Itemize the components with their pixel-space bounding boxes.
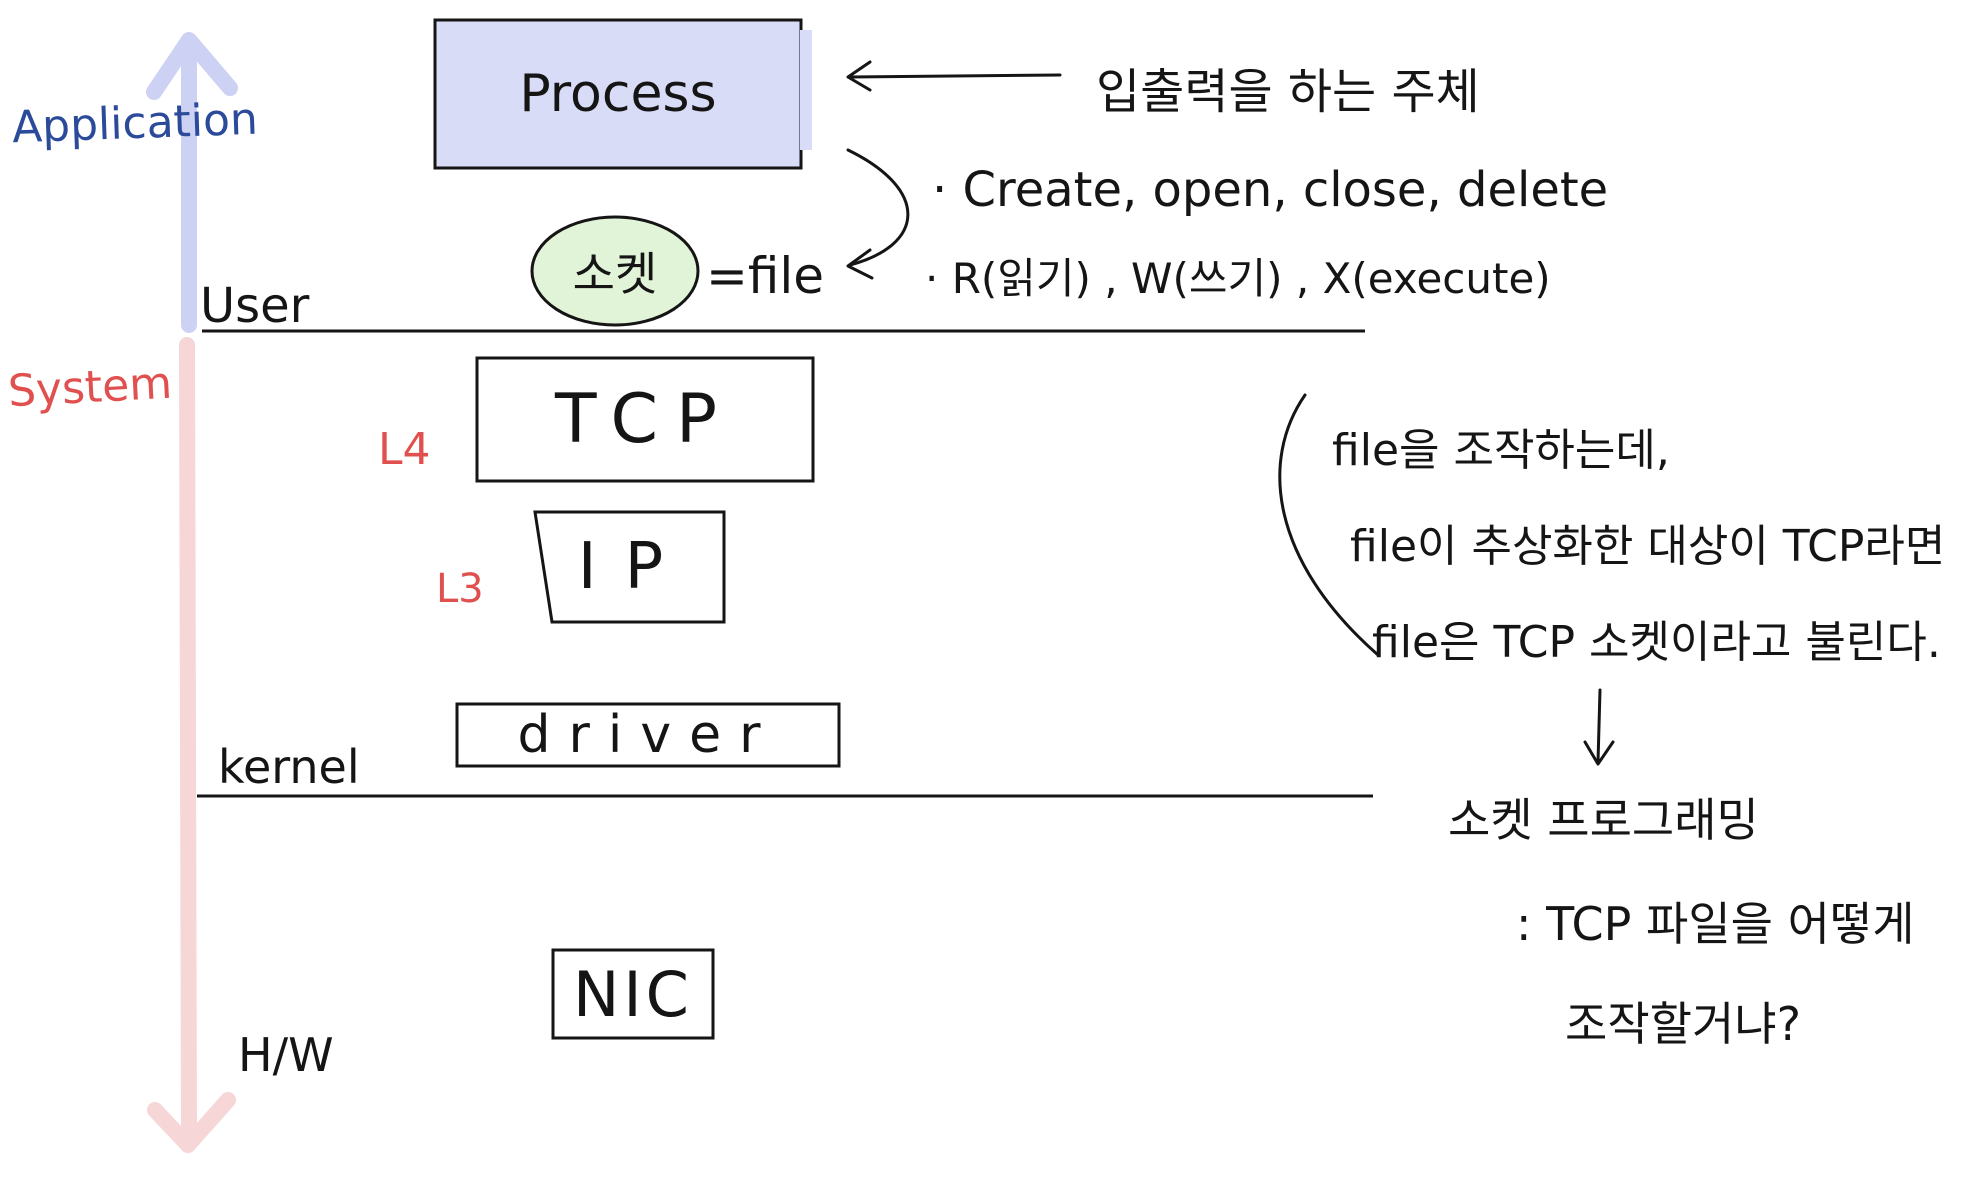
kernel-level-label: kernel xyxy=(218,740,360,794)
tcp-box xyxy=(475,356,815,483)
process-label: Process xyxy=(519,64,717,124)
layer-l4-label: L4 xyxy=(378,424,431,475)
question-note-line1: : TCP 파일을 어떻게 xyxy=(1516,897,1915,951)
notes-bracket xyxy=(1278,393,1380,657)
ops-note-line1: · Create, open, close, delete xyxy=(932,162,1609,218)
system-arrowhead xyxy=(147,1092,236,1153)
subject-arrowhead xyxy=(846,60,872,92)
application-label: Application xyxy=(11,93,259,154)
subject-note: 입출력을 하는 주체 xyxy=(1096,64,1480,120)
socket-programming-note: 소켓 프로그래밍 xyxy=(1448,793,1759,847)
socket-programming-arrowhead xyxy=(1583,740,1615,766)
file-note-line2: file이 추상화한 대상이 TCP라면 xyxy=(1350,521,1946,572)
socket-label: 소켓 xyxy=(572,247,658,301)
process-to-socket-arrow xyxy=(846,148,910,267)
system-arrow-shaft xyxy=(179,337,197,1148)
file-note-line1: file을 조작하는데, xyxy=(1332,425,1670,476)
socket-programming-arrow xyxy=(1596,688,1602,764)
nic-box xyxy=(551,948,715,1040)
system-label: System xyxy=(6,357,174,418)
question-note-line2: 조작할거냐? xyxy=(1565,997,1802,1051)
socket-equals-file: =file xyxy=(706,247,825,305)
application-arrowhead xyxy=(146,32,238,100)
hw-level-label: H/W xyxy=(238,1028,334,1082)
subject-arrow xyxy=(848,73,1062,79)
socket-ellipse xyxy=(530,215,700,327)
process-to-socket-arrowhead xyxy=(846,248,874,280)
driver-label: driver xyxy=(517,705,779,765)
layer-l3-label: L3 xyxy=(436,566,484,612)
process-box xyxy=(433,18,803,170)
nic-label: NIC xyxy=(573,957,693,1031)
ops-note-line2: · R(읽기) , W(쓰기) , X(execute) xyxy=(925,254,1551,303)
process-highlight-overflow xyxy=(800,30,812,150)
driver-box xyxy=(455,702,841,768)
tcp-label: TCP xyxy=(554,380,736,459)
file-note-line3: file은 TCP 소켓이라고 불린다. xyxy=(1372,617,1941,668)
user-level-label: User xyxy=(200,278,310,334)
ip-box xyxy=(533,510,726,624)
ip-label: IP xyxy=(577,530,692,604)
